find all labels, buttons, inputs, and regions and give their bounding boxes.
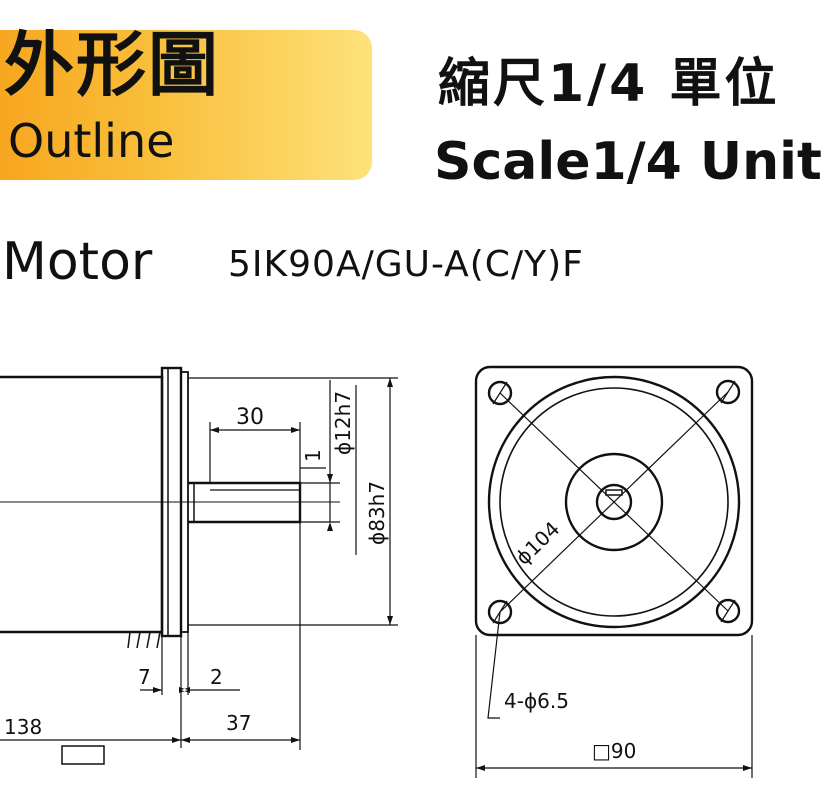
side-dimensions xyxy=(0,377,398,765)
model-number: 5IK90A/GU-A(C/Y)F xyxy=(228,244,584,285)
pcd-diagonal-2 xyxy=(499,391,729,613)
shaft-circle xyxy=(595,483,633,521)
scale-unit-chinese: 縮尺1/4 單位 xyxy=(438,54,780,114)
banner-title-english: Outline xyxy=(8,114,175,168)
dim-square: □90 xyxy=(592,739,636,763)
dim-1: 1 xyxy=(301,449,325,462)
dim-shaft-diameter: ϕ12h7 xyxy=(331,391,355,455)
hole-cross-br xyxy=(720,599,736,623)
dim-pcd: ϕ104 xyxy=(511,517,565,570)
banner-title-chinese: 外形圖 xyxy=(4,24,220,106)
dim-138: 138 xyxy=(4,715,42,739)
title-banner xyxy=(0,30,372,180)
mount-hole-top-left xyxy=(487,380,513,406)
arrows-30 xyxy=(210,427,300,433)
scale-unit-english: Scale1/4 Unit xyxy=(434,132,822,192)
mount-hole-top-right xyxy=(715,379,741,405)
motor-body xyxy=(0,375,164,634)
mount-hole-bottom-right xyxy=(715,598,741,624)
side-arrows xyxy=(153,378,393,743)
side-view xyxy=(0,366,340,649)
pilot-circle xyxy=(564,452,664,552)
front-dimensions xyxy=(475,380,753,778)
hole-cross-tr xyxy=(720,380,736,404)
small-detail-box xyxy=(61,745,105,765)
shaft-key xyxy=(605,489,623,496)
mount-hole-bottom-left xyxy=(487,599,513,625)
hole-cross-tl xyxy=(492,381,508,405)
leader-hole xyxy=(487,611,501,719)
flange-square xyxy=(474,365,754,637)
dim-pilot-diameter: ϕ83h7 xyxy=(365,481,389,545)
arrows-7-2 xyxy=(153,687,190,693)
front-view xyxy=(474,365,754,637)
inner-circle xyxy=(499,387,729,617)
dim-30: 30 xyxy=(236,405,264,430)
outer-circle xyxy=(487,375,741,629)
motor-label: Motor xyxy=(2,232,153,292)
dim-mount-holes: 4-ϕ6.5 xyxy=(504,689,569,713)
dim-2: 2 xyxy=(210,665,223,689)
outline-drawing: 30 1 ϕ12h7 ϕ83h7 7 2 138 37 ϕ104 4-ϕ6.5 … xyxy=(0,365,754,778)
cable-gland xyxy=(127,631,161,649)
dim-37: 37 xyxy=(226,711,251,735)
dim-7: 7 xyxy=(138,665,151,689)
